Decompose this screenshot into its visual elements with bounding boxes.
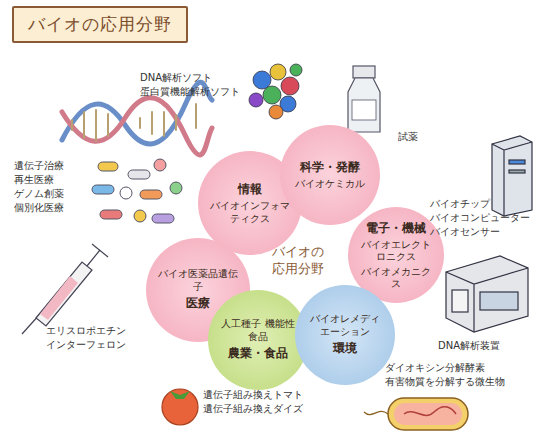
syringe xyxy=(22,244,108,334)
molecule xyxy=(249,64,302,119)
field-term: バイオ医薬品遺伝子 xyxy=(157,268,239,293)
item-label: 試薬 xyxy=(398,131,418,143)
field-name: 電子・機械 xyxy=(366,221,426,236)
tomato xyxy=(162,389,198,425)
reagent-bottle xyxy=(348,66,380,132)
field-name: 環境 xyxy=(333,341,357,356)
field-term: バイオエレクトロニクス xyxy=(359,239,433,264)
item-label: DNA解析ソフト xyxy=(140,72,212,84)
field-name: 医療 xyxy=(186,296,210,311)
field-name: 情報 xyxy=(238,182,262,197)
field-term: 人工種子 機能性食品 xyxy=(219,318,297,343)
field-circle: 人工種子 機能性食品農業・食品 xyxy=(208,290,308,390)
field-circle: バイオレメディエーション環境 xyxy=(295,285,395,385)
item-label: バイオコンピューター xyxy=(430,212,530,224)
field-circle: 科学・発酵バイオケミカル xyxy=(280,125,380,225)
computer-tower xyxy=(492,136,532,216)
item-label: エリスロポエチン xyxy=(46,325,126,337)
item-label: 有害物質を分解する微生物 xyxy=(385,376,505,388)
item-label: ゲノム創薬 xyxy=(14,188,64,200)
title-banner: バイオの応用分野 xyxy=(12,6,188,43)
field-name: 科学・発酵 xyxy=(300,160,360,175)
item-label: バイオチップ xyxy=(430,198,490,210)
item-label: バイオセンサー xyxy=(430,226,500,238)
item-label: 蛋白質機能解析ソフト xyxy=(140,86,240,98)
item-label: インターフェロン xyxy=(46,339,126,351)
item-label: 遺伝子治療 xyxy=(14,160,64,172)
field-term: バイオインフォマティクス xyxy=(209,200,291,225)
field-term: バイオメカニクス xyxy=(359,266,433,291)
field-term: バイオケミカル xyxy=(295,178,365,191)
field-name: 農業・食品 xyxy=(228,346,288,361)
item-label: 再生医療 xyxy=(14,174,54,186)
item-label: ダイオキシン分解酵素 xyxy=(385,362,485,374)
pills xyxy=(92,159,182,223)
item-label: 個別化医療 xyxy=(14,202,64,214)
dna-analyzer xyxy=(446,256,528,332)
field-term: バイオレメディエーション xyxy=(306,313,384,338)
item-label: DNA解析装置 xyxy=(438,340,500,352)
bacterium xyxy=(364,398,468,430)
item-label: 遺伝子組み換えダイズ xyxy=(203,403,303,415)
item-label: 遺伝子組み換えトマト xyxy=(203,389,303,401)
center-label: バイオの 応用分野 xyxy=(268,244,328,278)
